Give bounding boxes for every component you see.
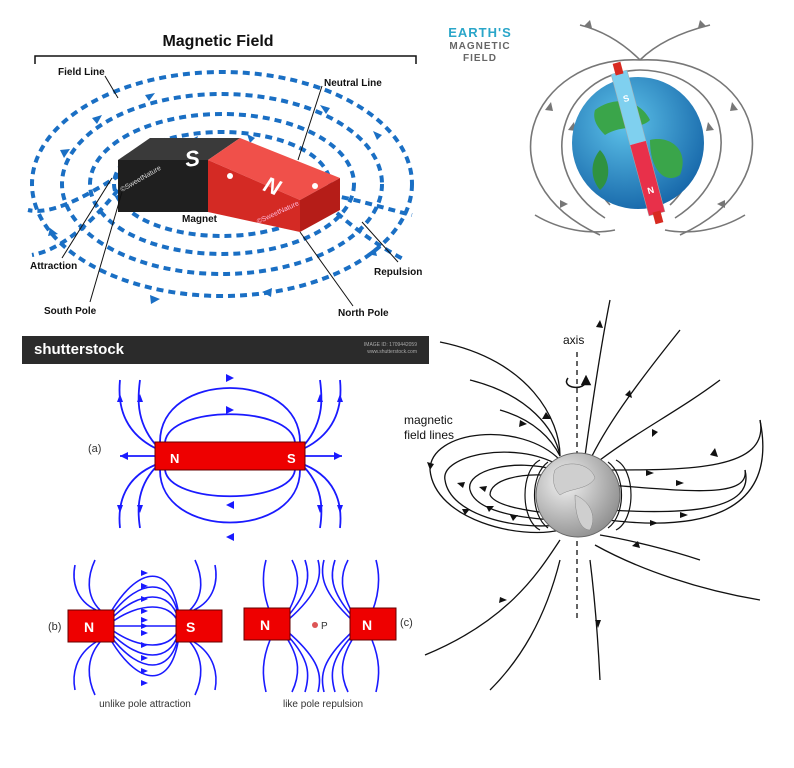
label-attraction: Attraction <box>30 261 77 272</box>
diagram-c-tag: (c) <box>400 617 413 629</box>
panel1-title: Magnetic Field <box>162 33 273 50</box>
bar-magnet-b-left <box>67 609 115 643</box>
image-site: www.shutterstock.com <box>367 349 417 355</box>
diagram-b-pole-right: S <box>186 619 195 635</box>
image-id-text: IMAGE ID: 1709442059 www.shutterstock.co… <box>364 342 417 356</box>
continent <box>574 494 594 531</box>
axis-label: axis <box>563 333 584 347</box>
diagram-b-tag: (b) <box>48 621 61 633</box>
diagram-a-tag: (a) <box>88 443 101 455</box>
earth-black-arrows <box>427 320 718 628</box>
title-bracket <box>34 55 417 64</box>
diagram-b-pole-left: N <box>84 619 94 635</box>
label-magnet: Magnet <box>182 214 218 225</box>
diagram-a-pole-left: N <box>170 451 179 466</box>
diagram-c-pole-left: N <box>260 617 270 633</box>
earth-title-line3: Field <box>463 53 497 64</box>
earth-pole-n: N <box>646 185 655 196</box>
diagram-a-pole-right: S <box>287 451 296 466</box>
point-p-dot <box>312 622 318 628</box>
bar-magnet: S N ©SweetNature ©SweetNature <box>118 138 340 232</box>
diagram-c-caption: like pole repulsion <box>283 699 363 710</box>
pole-label-s: S <box>183 145 201 172</box>
diagram-c: N N P (c) like pole repulsion <box>243 559 413 710</box>
screw-dot <box>227 173 233 179</box>
earth-pole-s: S <box>622 93 630 104</box>
earth-field-arrows <box>545 20 738 208</box>
screw-dot <box>312 183 318 189</box>
panel-bar-magnet-field: Magnetic Field <box>27 33 422 319</box>
continent <box>650 139 683 179</box>
panel-magnet-diagrams: N S (a) <box>48 374 413 710</box>
leader-lines <box>61 75 399 307</box>
label-repulsion: Repulsion <box>374 267 422 278</box>
bar-magnet-c-right <box>349 607 397 641</box>
earth-bar-magnet: S N <box>610 61 666 225</box>
shutterstock-logo: shutterstock <box>34 341 125 358</box>
label-field-line: Field Line <box>58 67 105 78</box>
diagram-c-point-label: P <box>321 621 328 632</box>
continent <box>592 150 609 190</box>
continent <box>553 463 596 496</box>
panel-earth-field-lines: axis magnetic field lines <box>404 299 764 691</box>
diagram-a: N S (a) <box>88 374 343 541</box>
shutterstock-banner: shutterstock IMAGE ID: 1709442059 www.sh… <box>22 336 429 364</box>
label-neutral-line: Neutral Line <box>324 78 382 89</box>
image-id: IMAGE ID: 1709442059 <box>363 342 417 348</box>
earth-title-line1: Earth's <box>448 25 512 40</box>
field-lines-label-line2: field lines <box>404 428 454 442</box>
bar-magnet-b-right <box>175 609 223 643</box>
bar-magnet-c-left <box>243 607 291 641</box>
panel-earth-magnetic-field: Earth's Magnetic Field <box>448 20 754 236</box>
label-north-pole: North Pole <box>338 308 389 319</box>
diagram-b-caption: unlike pole attraction <box>99 699 191 710</box>
label-south-pole: South Pole <box>44 306 97 317</box>
field-lines-label-line1: magnetic <box>404 413 453 427</box>
diagram-b: N S (b) unlike pole attraction <box>48 559 223 710</box>
bar-magnet-a <box>154 441 306 471</box>
rotation-arrow-icon <box>565 374 592 389</box>
diagram-c-pole-right: N <box>362 617 372 633</box>
earth-near-loops <box>524 459 632 531</box>
earth-title-line2: Magnetic <box>449 41 510 52</box>
